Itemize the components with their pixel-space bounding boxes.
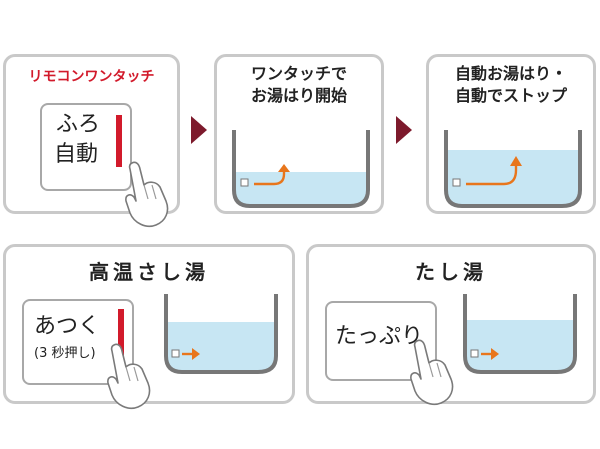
button-label: あつく (34, 314, 101, 339)
bathtub-icon (232, 130, 370, 208)
step-title-line1: 自動お湯はり・ (454, 64, 567, 83)
step-title-line2: 自動でストップ (454, 86, 567, 105)
bathtub-icon (444, 130, 582, 208)
button-label: たっぷり (335, 324, 424, 349)
hand-pointer-icon (125, 161, 169, 228)
panel-title: 高温さし湯 (89, 260, 209, 284)
step-title-line2: お湯はり開始 (250, 86, 347, 105)
indicator-bar (118, 309, 124, 373)
next-arrow-icon (191, 116, 207, 144)
bathtub-icon (463, 294, 577, 374)
panel-add-water: たし湯 たっぷり (306, 244, 596, 406)
step-title-line1: ワンタッチで (250, 64, 347, 83)
step-panel-auto-stop: 自動お湯はり・ 自動でストップ (426, 54, 596, 214)
bathtub-icon (164, 294, 278, 374)
button-label-line2: 自動 (54, 142, 99, 167)
furo-auto-button[interactable]: ふろ 自動 (40, 103, 132, 191)
next-arrow-icon (396, 116, 412, 144)
step-panel-start-filling: ワンタッチで お湯はり開始 (214, 54, 384, 214)
step-title: リモコンワンタッチ (28, 69, 155, 85)
step-panel-remote: リモコンワンタッチ ふろ 自動 (3, 54, 180, 228)
panel-title: たし湯 (415, 260, 487, 284)
panel-high-temp-addition: 高温さし湯 あつく (3 秒押し) (3, 244, 295, 410)
button-sub-label: (3 秒押し) (34, 346, 96, 361)
indicator-bar (116, 115, 122, 167)
button-label-line1: ふろ (56, 112, 101, 137)
